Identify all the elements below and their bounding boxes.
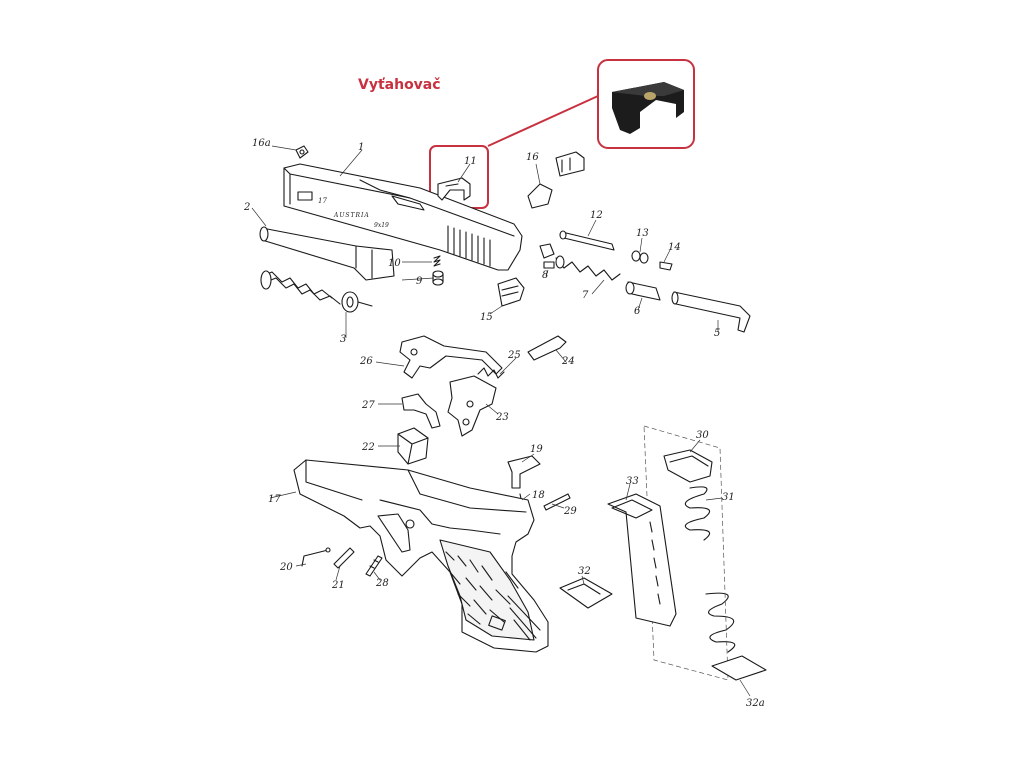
part-6-drawing: [625, 281, 661, 301]
part-number-label-6: 6: [634, 306, 641, 317]
part-16-rear-sight: [527, 151, 585, 209]
part-number-label-21: 21: [331, 580, 345, 591]
part-number-label-14: 14: [668, 242, 681, 253]
part-number-label-33: 33: [626, 476, 639, 487]
part-9-drawing: [432, 270, 444, 286]
part-15-drawing: [497, 277, 525, 307]
part-number-label-5: 5: [714, 328, 720, 339]
part-33-magazine: [607, 493, 677, 627]
part-number-label-26: 26: [359, 356, 373, 367]
part-number-label-16: 16: [526, 152, 539, 163]
part-16a-drawing: [295, 145, 309, 159]
part-number-label-17: 17: [268, 494, 281, 505]
part-number-label-12: 12: [590, 210, 603, 221]
part-number-label-31: 31: [722, 492, 735, 503]
callout-line: [487, 95, 599, 147]
part-28-drawing: [365, 555, 383, 577]
part-10-drawing: [433, 255, 441, 267]
part-number-label-8: 8: [542, 270, 548, 281]
part-32-floor-plate: [559, 577, 613, 609]
part-number-label-30: 30: [696, 430, 709, 441]
extractor-photo-frame: [597, 59, 695, 149]
part-number-label-28: 28: [375, 578, 389, 589]
part-2-barrel: [259, 226, 395, 281]
part-11-extractor: [437, 177, 471, 201]
part-number-label-22: 22: [361, 442, 375, 453]
part-number-label-20: 20: [279, 562, 293, 573]
diagram-title: Vyťahovač: [358, 77, 441, 93]
part-29-pin: [543, 493, 571, 511]
slide-country-marking: AUSTRIA: [333, 212, 370, 219]
part-number-label-1: 1: [358, 142, 364, 153]
part-1-slide: [283, 163, 523, 271]
slide-model-marking: 17: [318, 197, 327, 205]
part-number-label-11: 11: [464, 156, 477, 167]
part-22-locking-block: [397, 427, 429, 465]
part-13-drawing: [631, 250, 649, 264]
part-26-trigger-bar: [399, 335, 503, 379]
leader-lines: [251, 145, 751, 697]
slide-caliber-marking: 9x19: [374, 222, 389, 229]
part-5-drawing: [671, 291, 751, 333]
part-number-label-18: 18: [532, 490, 545, 501]
part-number-label-25: 25: [507, 350, 521, 361]
part-25-spring: [477, 367, 505, 379]
part-12-firing-pin: [559, 230, 615, 251]
part-8-drawing: [539, 243, 555, 269]
part-number-label-15: 15: [480, 312, 493, 323]
part-7-spring: [555, 255, 621, 281]
part-17-frame: [293, 459, 549, 653]
part-14-drawing: [659, 261, 673, 271]
part-27-trigger: [401, 393, 441, 429]
part-21-drawing: [333, 547, 355, 569]
part-30-follower: [663, 449, 713, 483]
part-3-recoil-spring: [260, 270, 373, 313]
part-23-housing: [447, 375, 497, 437]
part-19-slide-stop: [507, 455, 541, 489]
part-number-label-16a: 16a: [252, 138, 271, 149]
part-number-label-29: 29: [563, 506, 577, 517]
part-number-label-7: 7: [582, 290, 589, 301]
extractor-photo: [612, 82, 684, 134]
part-24-drawing: [527, 335, 567, 361]
part-number-label-13: 13: [636, 228, 649, 239]
part-number-label-3: 3: [340, 334, 346, 345]
part-number-label-24: 24: [561, 356, 575, 367]
part-number-label-9: 9: [416, 276, 423, 287]
part-31-mag-spring: [684, 486, 736, 653]
part-20-pin: [301, 547, 331, 567]
part-number-label-19: 19: [530, 444, 543, 455]
part-number-label-23: 23: [495, 412, 509, 423]
part-32a-insert: [711, 655, 767, 681]
part-number-label-32a: 32a: [746, 698, 765, 709]
part-number-label-27: 27: [361, 400, 375, 411]
part-number-label-10: 10: [388, 258, 401, 269]
part-number-label-32: 32: [578, 566, 591, 577]
part-number-label-2: 2: [243, 202, 250, 213]
